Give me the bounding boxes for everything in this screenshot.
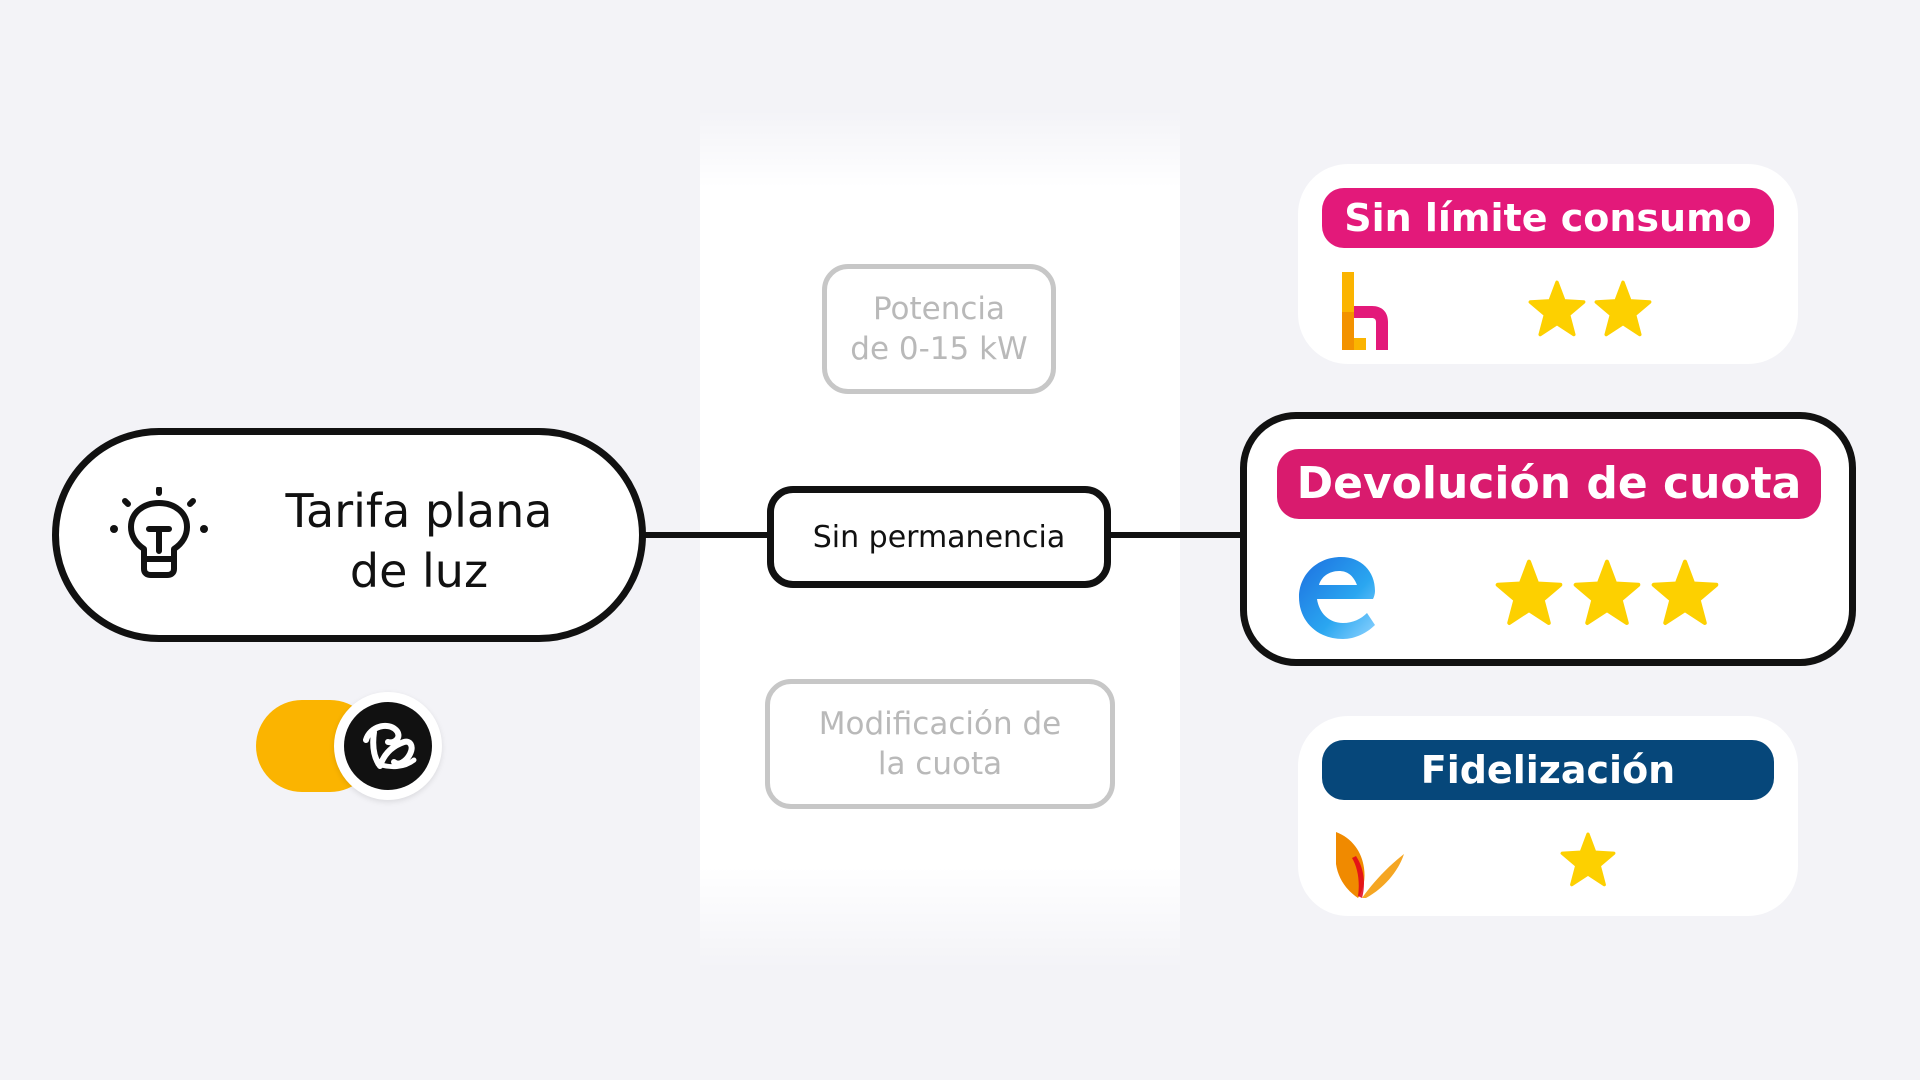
option-potencia[interactable]: Potencia de 0-15 kW — [822, 264, 1056, 394]
star-icon — [1651, 559, 1719, 625]
lightbulb-icon — [110, 487, 208, 578]
star-icon — [1594, 280, 1652, 337]
rating-stars — [1528, 280, 1652, 338]
card-tag: Devolución de cuota — [1277, 449, 1821, 519]
star-icon — [1495, 559, 1563, 625]
option-potencia-line1: Potencia — [872, 291, 1006, 327]
main-topic-line2: de luz — [349, 544, 489, 598]
option-sin-permanencia-label: Sin permanencia — [812, 519, 1066, 555]
card-tag: Fidelización — [1322, 740, 1774, 800]
endesa-logo-icon — [1299, 557, 1375, 639]
toggle-knob[interactable] — [334, 692, 442, 800]
option-modificacion-cuota[interactable]: Modificación de la cuota — [765, 679, 1115, 809]
connector-main-to-option — [640, 532, 774, 538]
option-sin-permanencia[interactable]: Sin permanencia — [767, 486, 1111, 588]
brand-logo-icon — [344, 702, 432, 790]
rating-stars — [1560, 832, 1616, 888]
main-topic-pill[interactable]: Tarifa plana de luz — [52, 428, 646, 642]
main-topic-label: Tarifa plana de luz — [249, 481, 589, 601]
option-modificacion-line1: Modificación de — [818, 706, 1062, 742]
card-sin-limite-consumo[interactable]: Sin límite consumo — [1298, 164, 1798, 364]
toggle-switch[interactable] — [256, 692, 442, 800]
star-icon — [1560, 832, 1616, 887]
main-topic-line1: Tarifa plana — [285, 484, 553, 538]
repsol-logo-icon — [1336, 832, 1404, 898]
option-potencia-line2: de 0-15 kW — [850, 331, 1028, 367]
connector-option-to-card — [1104, 532, 1246, 538]
card-tag: Sin límite consumo — [1322, 188, 1774, 248]
star-icon — [1573, 559, 1641, 625]
option-modificacion-line2: la cuota — [877, 746, 1003, 782]
holaluz-logo-icon — [1342, 272, 1388, 350]
card-devolucion-cuota[interactable]: Devolución de cuota — [1240, 412, 1856, 666]
rating-stars — [1495, 559, 1719, 627]
card-fidelizacion[interactable]: Fidelización — [1298, 716, 1798, 916]
star-icon — [1528, 280, 1586, 337]
